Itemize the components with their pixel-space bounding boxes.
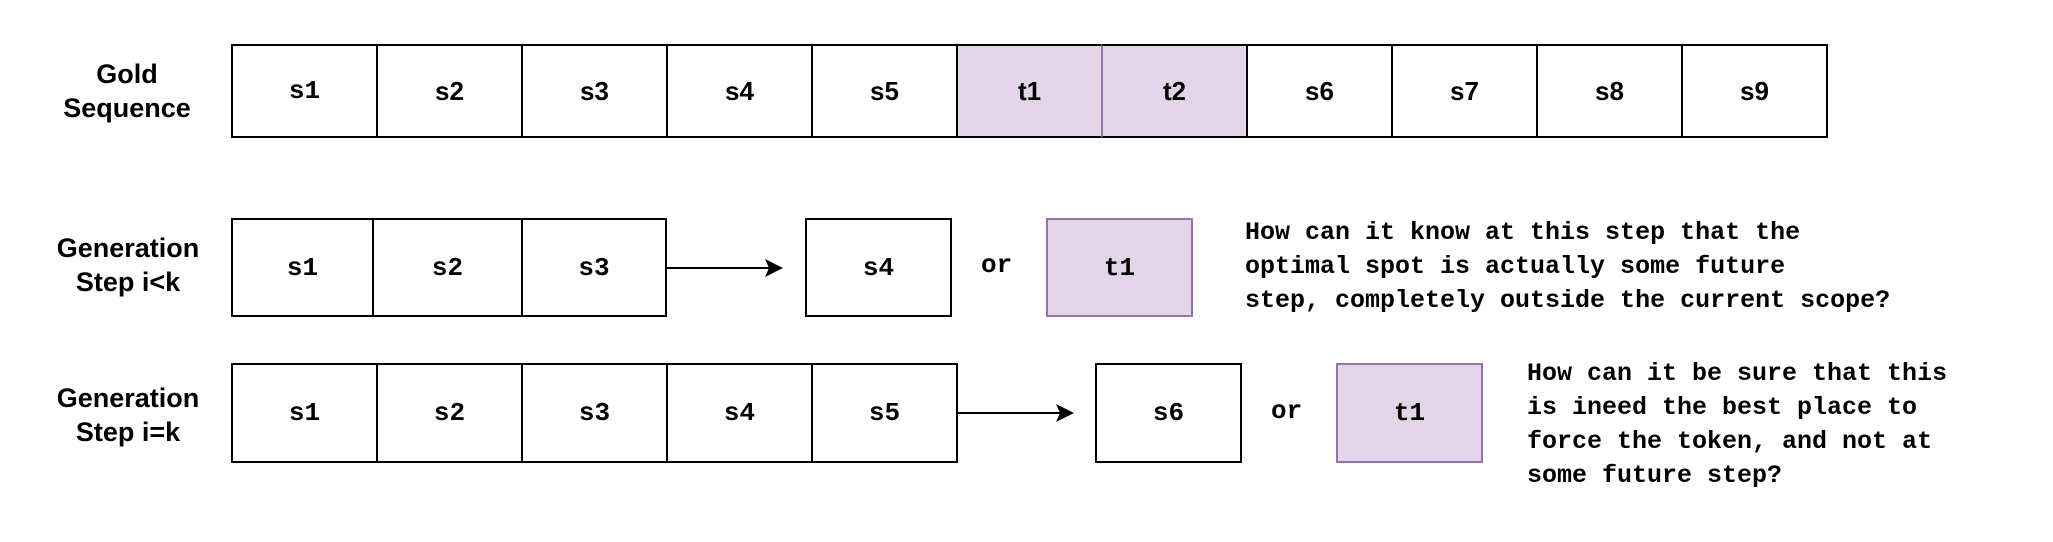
step2-token-s4: s4 <box>666 363 813 463</box>
step2-token-s2: s2 <box>376 363 523 463</box>
step2-token-s3: s3 <box>521 363 668 463</box>
gold-token-s3: s3 <box>521 44 668 138</box>
step1-arrow <box>665 259 783 277</box>
gold-sequence-label: Gold Sequence <box>63 59 191 123</box>
gold-token-s2: s2 <box>376 44 523 138</box>
step2-alt-option-t1: t1 <box>1336 363 1483 463</box>
step2-arrow <box>956 404 1074 422</box>
step1-next-option-s4: s4 <box>805 218 952 317</box>
gold-token-s4: s4 <box>666 44 813 138</box>
gold-token-t2: t2 <box>1101 44 1248 138</box>
step2-question-text: How can it be sure that this is ineed th… <box>1527 359 1948 490</box>
gold-token-s8: s8 <box>1536 44 1683 138</box>
step1-alt-option-t1: t1 <box>1046 218 1193 317</box>
step2-or-text: or <box>1271 396 1303 426</box>
gold-token-s5: s5 <box>811 44 958 138</box>
step1-arrow-head <box>765 259 783 277</box>
step2-next-option-s6: s6 <box>1095 363 1242 463</box>
gold-token-t1: t1 <box>956 44 1103 138</box>
step-i-lt-k-label: Generation Step i<k <box>56 233 200 297</box>
step2-token-s1: s1 <box>231 363 378 463</box>
step2-arrow-head <box>1056 404 1074 422</box>
step1-question-text: How can it know at this step that the op… <box>1245 218 1891 315</box>
gold-token-s7: s7 <box>1391 44 1538 138</box>
step2-token-s5: s5 <box>811 363 958 463</box>
gold-token-s1: s1 <box>231 44 378 138</box>
step1-token-s2: s2 <box>372 218 523 317</box>
gold-token-s9: s9 <box>1681 44 1828 138</box>
gold-token-s6: s6 <box>1246 44 1393 138</box>
step1-or-text: or <box>981 250 1013 280</box>
step1-token-s3: s3 <box>521 218 667 317</box>
step-i-eq-k-label: Generation Step i=k <box>56 383 200 447</box>
step1-token-s1: s1 <box>231 218 374 317</box>
